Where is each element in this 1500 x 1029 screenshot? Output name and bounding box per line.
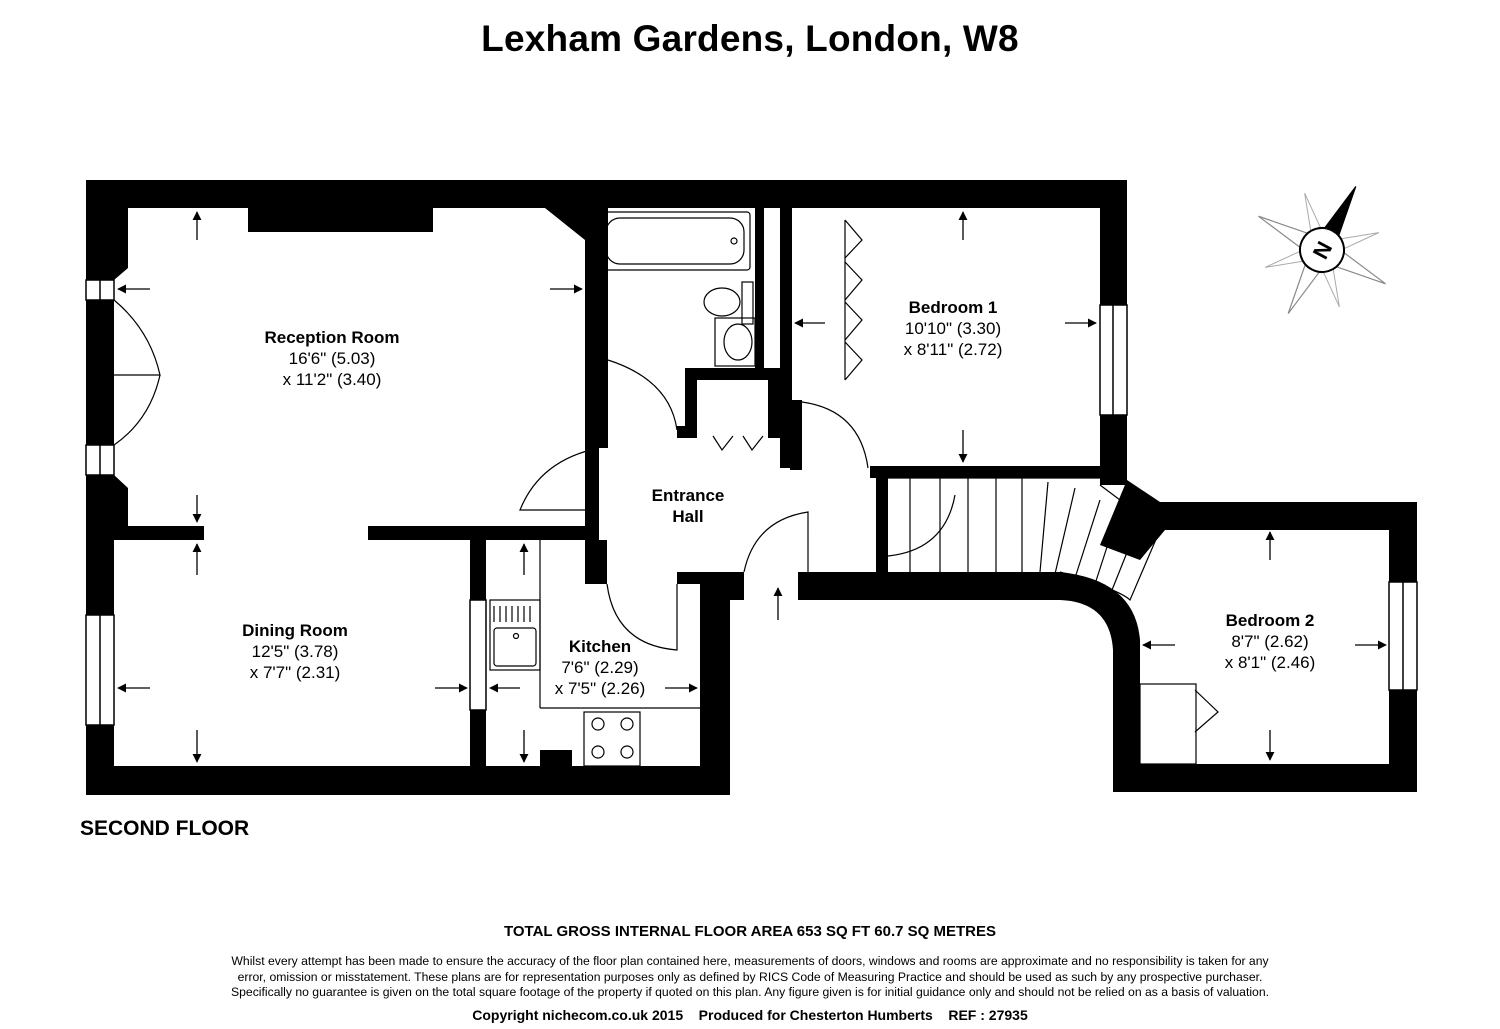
room-bedroom-2: Bedroom 2 8'7" (2.62) x 8'1" (2.46) bbox=[1188, 610, 1352, 673]
room-dim: 12'5" (3.78) bbox=[251, 642, 339, 661]
kitchen-fixtures bbox=[489, 540, 700, 767]
plan-title: Lexham Gardens, London, W8 bbox=[481, 18, 1019, 59]
total-floor-area: TOTAL GROSS INTERNAL FLOOR AREA 653 SQ F… bbox=[503, 923, 997, 940]
room-dim: x 11'2" (3.40) bbox=[282, 370, 382, 389]
disclaimer-line: error, omission or misstatement. These p… bbox=[237, 969, 1263, 984]
copyright: Copyright nichecom.co.uk 2015 Produced f… bbox=[472, 1007, 1028, 1023]
dimension-arrows bbox=[117, 211, 1387, 763]
room-dim: x 8'11" (2.72) bbox=[903, 340, 1003, 359]
room-name: Kitchen bbox=[568, 637, 632, 656]
bathroom-fixtures bbox=[599, 211, 756, 367]
room-dim: 7'6" (2.29) bbox=[561, 658, 639, 677]
room-reception: Reception Room 16'6" (5.03) x 11'2" (3.4… bbox=[232, 327, 432, 390]
room-dim: 16'6" (5.03) bbox=[288, 349, 376, 368]
room-dim: 10'10" (3.30) bbox=[904, 319, 1002, 338]
room-name: Bedroom 1 bbox=[908, 298, 998, 317]
room-dim: 8'7" (2.62) bbox=[1231, 632, 1309, 651]
outer-walls bbox=[86, 180, 1417, 795]
room-name-line2: Hall bbox=[672, 507, 704, 526]
room-name: Entrance bbox=[651, 486, 725, 505]
room-name: Dining Room bbox=[242, 621, 348, 640]
room-dim: x 7'5" (2.26) bbox=[554, 679, 646, 698]
floor-label: SECOND FLOOR bbox=[80, 817, 250, 840]
room-dim: x 7'7" (2.31) bbox=[249, 663, 341, 682]
room-name: Reception Room bbox=[264, 328, 400, 347]
room-dim: x 8'1" (2.46) bbox=[1224, 653, 1316, 672]
windows bbox=[85, 279, 1418, 726]
disclaimer-line: Whilst every attempt has been made to en… bbox=[231, 954, 1269, 968]
room-kitchen: Kitchen 7'6" (2.29) x 7'5" (2.26) bbox=[530, 636, 670, 699]
disclaimer: Whilst every attempt has been made to en… bbox=[150, 954, 1350, 1001]
room-name: Bedroom 2 bbox=[1225, 611, 1315, 630]
room-dining: Dining Room 12'5" (3.78) x 7'7" (2.31) bbox=[205, 620, 385, 683]
compass-icon bbox=[1258, 186, 1386, 314]
disclaimer-line: Specifically no guarantee is given on th… bbox=[231, 985, 1269, 999]
room-entrance-hall: Entrance Hall bbox=[628, 485, 748, 527]
door-swings bbox=[100, 219, 1219, 765]
room-bedroom-1: Bedroom 1 10'10" (3.30) x 8'11" (2.72) bbox=[863, 297, 1043, 360]
staircase bbox=[888, 477, 1161, 602]
